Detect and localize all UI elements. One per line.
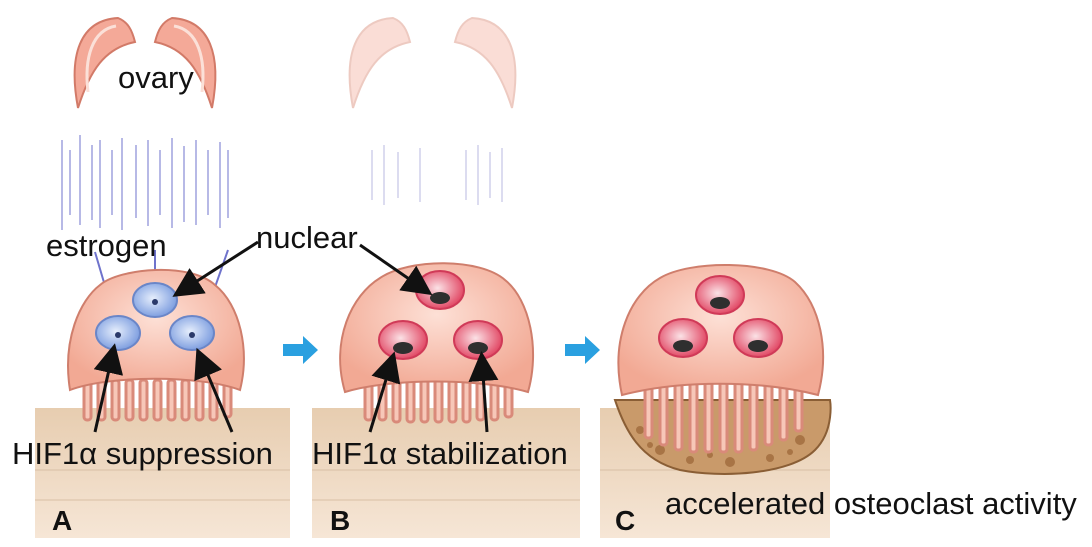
bone-slab-b [312, 408, 580, 538]
estrogen-label: estrogen [46, 228, 167, 264]
progression-arrow-b-to-c [565, 336, 600, 364]
estrogen-lines-b [372, 145, 502, 205]
hif-suppression-label: HIF1α suppression [12, 436, 273, 472]
nuclear-arrow-a [180, 242, 258, 292]
osteoclast-cell-b [340, 263, 533, 422]
hif-stabilization-label: HIF1α stabilization [312, 436, 568, 472]
ovary-b [350, 18, 516, 108]
panel-label-c: C [615, 505, 635, 537]
bone-slab-a [35, 408, 290, 538]
ovary-label: ovary [118, 60, 194, 96]
panel-label-a: A [52, 505, 72, 537]
accelerated-osteoclast-label: accelerated osteoclast activity [665, 486, 1077, 522]
progression-arrow-a-to-b [283, 336, 318, 364]
osteoclast-cell-c [615, 265, 831, 474]
nuclear-label: nuclear [256, 220, 358, 256]
panel-label-b: B [330, 505, 350, 537]
